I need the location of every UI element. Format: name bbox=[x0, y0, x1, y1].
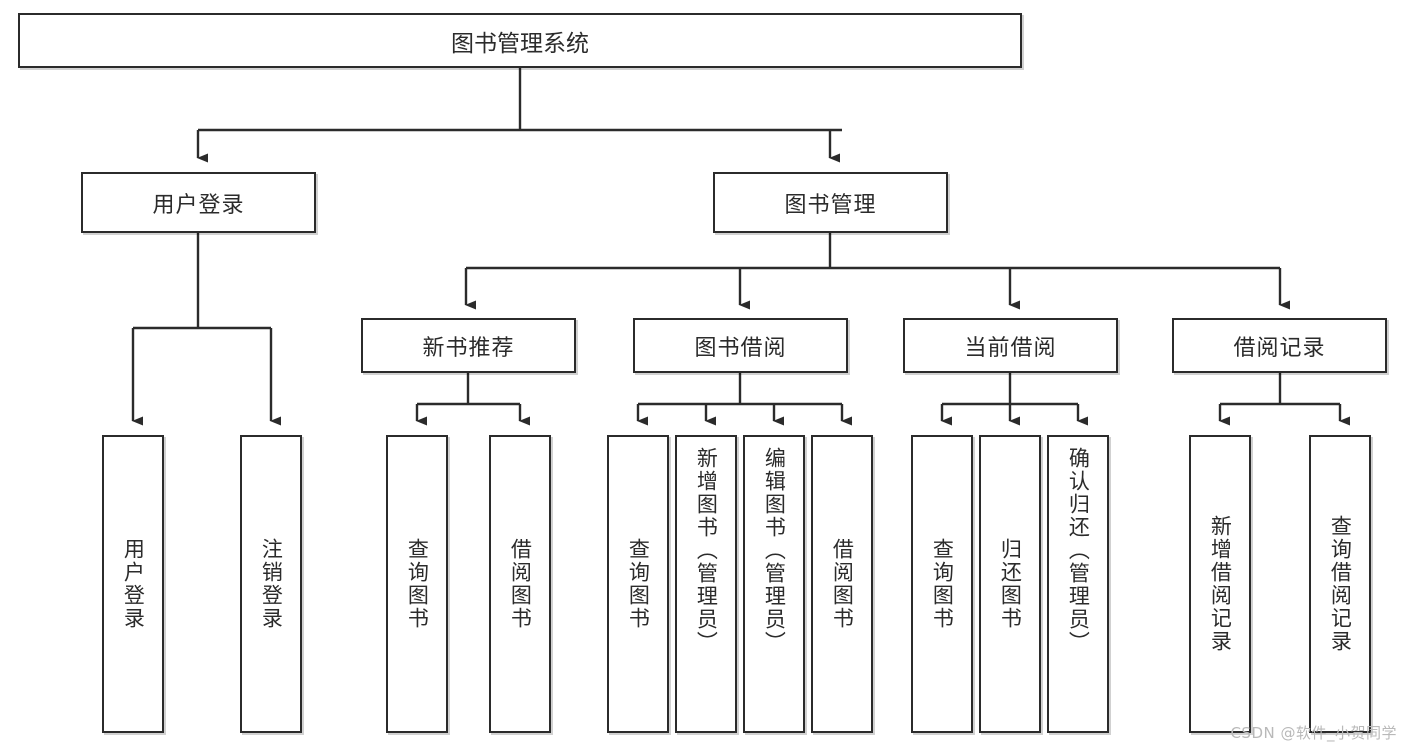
leaf-label: 查询借阅记录 bbox=[1328, 515, 1353, 653]
node-book-borrow[interactable]: 图书借阅 bbox=[633, 318, 848, 373]
watermark-text: CSDN @软件_小贺同学 bbox=[1230, 724, 1397, 742]
node-root-system[interactable]: 图书管理系统 bbox=[18, 13, 1022, 68]
node-new-book-recommend[interactable]: 新书推荐 bbox=[361, 318, 576, 373]
leaf-add-borrow-record[interactable]: 新增借阅记录 bbox=[1189, 435, 1251, 733]
leaf-query-book-borrow[interactable]: 查询图书 bbox=[607, 435, 669, 733]
node-book-management[interactable]: 图书管理 bbox=[713, 172, 948, 233]
node-label: 借阅记录 bbox=[1233, 335, 1326, 361]
leaf-label: 查询图书 bbox=[405, 538, 430, 630]
leaf-add-book-admin[interactable]: 新增图书（管理员） bbox=[675, 435, 737, 733]
node-user-login[interactable]: 用户登录 bbox=[81, 172, 316, 233]
node-borrow-record[interactable]: 借阅记录 bbox=[1172, 318, 1387, 373]
leaf-query-book-current[interactable]: 查询图书 bbox=[911, 435, 973, 733]
node-label: 图书管理 bbox=[784, 192, 877, 218]
leaf-label: 查询图书 bbox=[626, 538, 651, 630]
leaf-label: 新增图书（管理员） bbox=[694, 447, 719, 654]
leaf-label: 用户登录 bbox=[121, 538, 146, 630]
leaf-edit-book-admin[interactable]: 编辑图书（管理员） bbox=[743, 435, 805, 733]
leaf-label: 借阅图书 bbox=[830, 538, 855, 630]
leaf-label: 归还图书 bbox=[998, 538, 1023, 630]
node-label: 新书推荐 bbox=[422, 335, 515, 361]
leaf-query-book-recommend[interactable]: 查询图书 bbox=[386, 435, 448, 733]
node-label: 用户登录 bbox=[152, 192, 245, 218]
leaf-label: 新增借阅记录 bbox=[1208, 515, 1233, 653]
leaf-label: 注销登录 bbox=[259, 538, 284, 630]
leaf-confirm-return-admin[interactable]: 确认归还（管理员） bbox=[1047, 435, 1109, 733]
leaf-label: 查询图书 bbox=[930, 538, 955, 630]
leaf-query-borrow-record[interactable]: 查询借阅记录 bbox=[1309, 435, 1371, 733]
leaf-label: 借阅图书 bbox=[508, 538, 533, 630]
leaf-return-book[interactable]: 归还图书 bbox=[979, 435, 1041, 733]
node-label: 当前借阅 bbox=[964, 335, 1057, 361]
leaf-borrow-book[interactable]: 借阅图书 bbox=[811, 435, 873, 733]
node-current-borrow[interactable]: 当前借阅 bbox=[903, 318, 1118, 373]
leaf-borrow-book-recommend[interactable]: 借阅图书 bbox=[489, 435, 551, 733]
node-label: 图书借阅 bbox=[694, 335, 787, 361]
leaf-label: 编辑图书（管理员） bbox=[762, 447, 787, 654]
node-label: 图书管理系统 bbox=[451, 30, 589, 57]
leaf-logout[interactable]: 注销登录 bbox=[240, 435, 302, 733]
leaf-label: 确认归还（管理员） bbox=[1066, 447, 1091, 654]
leaf-user-login[interactable]: 用户登录 bbox=[102, 435, 164, 733]
